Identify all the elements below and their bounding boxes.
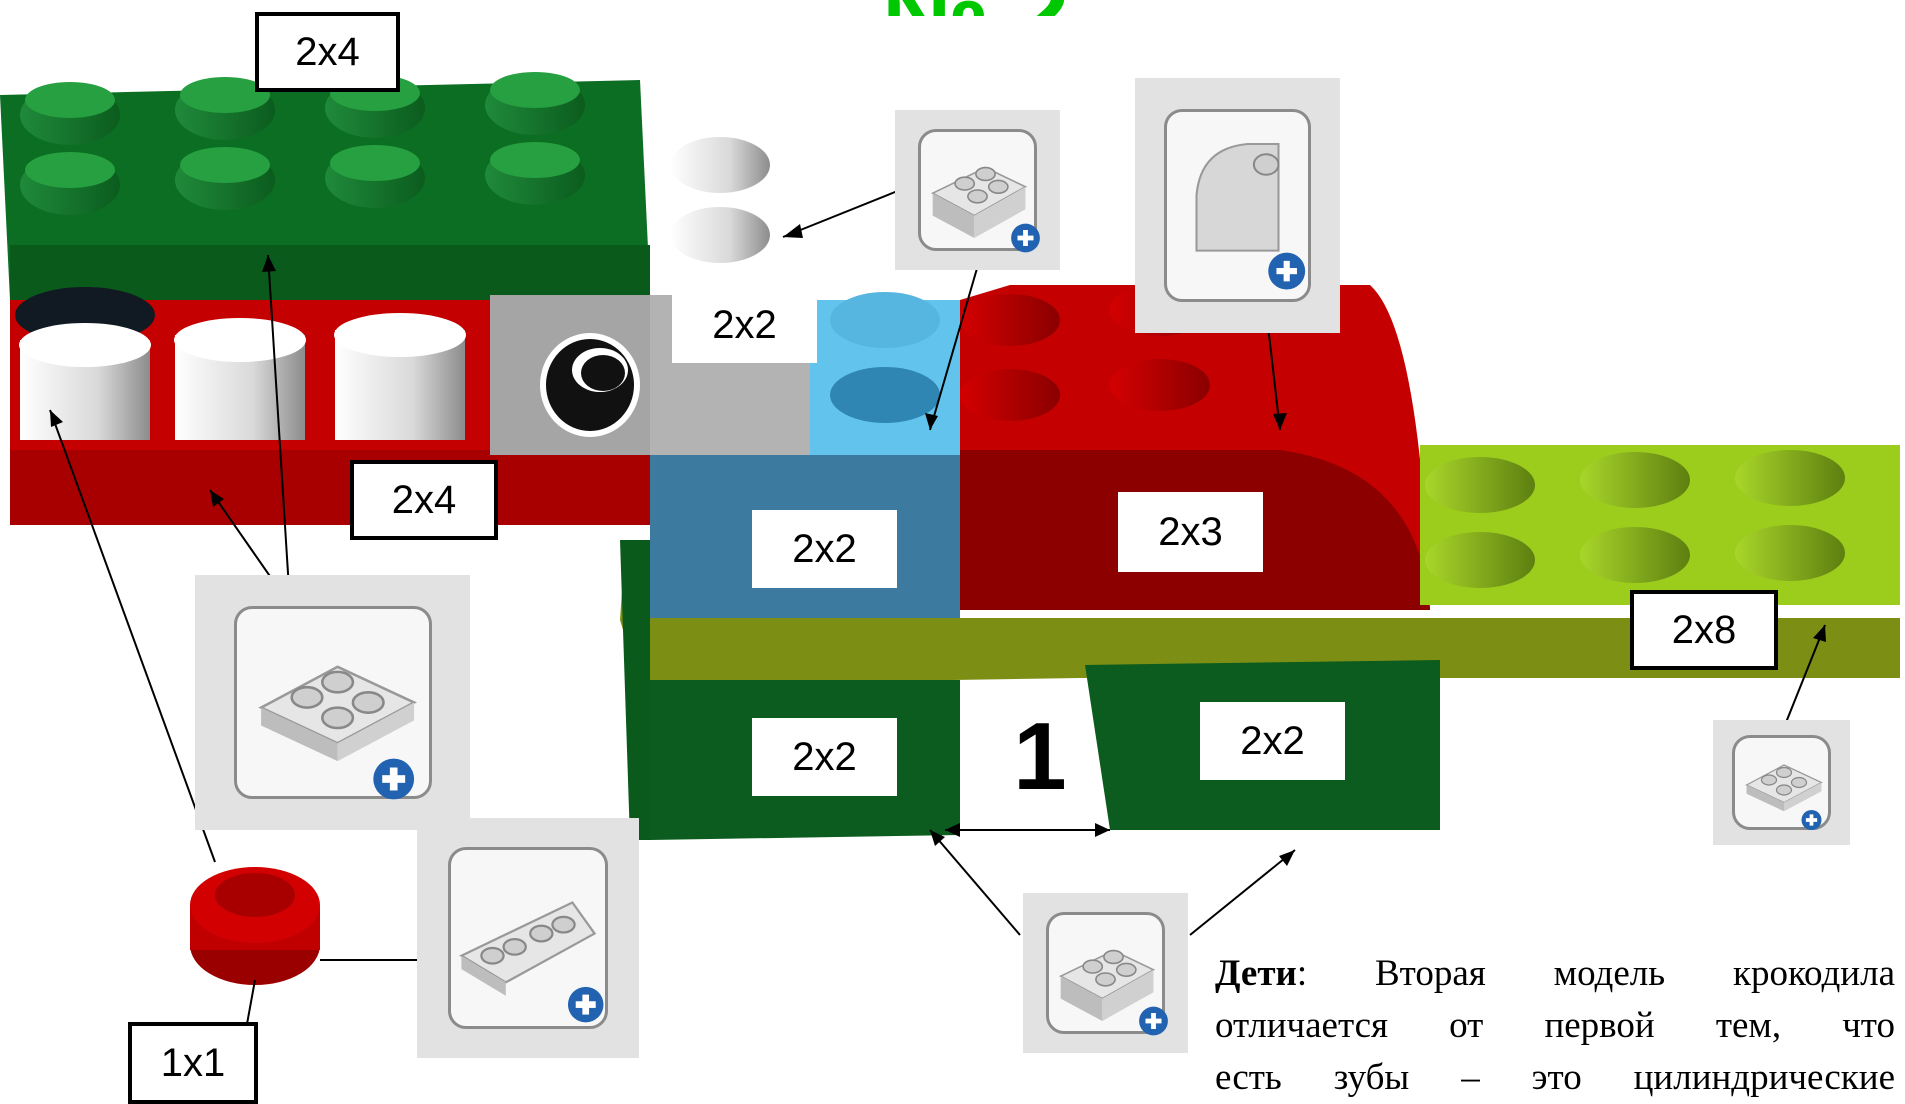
caption-line-1-rest: : Вторая модель крокодила — [1297, 953, 1895, 994]
label-leg-left: 2x2 — [752, 718, 897, 796]
plate-2x2-add-icon — [1713, 720, 1850, 845]
caption-line-2: отличается от первой тем, что — [1215, 1000, 1895, 1052]
label-blue-brick: 2x2 — [752, 510, 897, 588]
label-red-curve: 2x3 — [1118, 492, 1263, 572]
caption-lead: Дети — [1215, 953, 1297, 994]
white-teeth-stack — [670, 137, 770, 263]
label-round-stud: 1x1 — [128, 1022, 258, 1104]
caption-line-3: есть зубы – это цилиндрические — [1215, 1052, 1895, 1104]
green-plate-top — [0, 72, 650, 300]
plate-2x2-add-icon — [195, 575, 470, 830]
label-gray-head: 2x2 — [672, 288, 817, 363]
label-leg-right: 2x2 — [1200, 702, 1345, 780]
brick-2x2-add-icon — [895, 110, 1060, 270]
label-green-plate: 2x4 — [255, 12, 400, 92]
brick-2x2-add-icon — [1023, 893, 1188, 1053]
number-label: 1 — [1000, 702, 1080, 812]
label-red-jaw: 2x4 — [350, 460, 498, 540]
label-lime-tail: 2x8 — [1630, 590, 1778, 670]
caption-line-1: Дети: Вторая модель крокодила — [1215, 948, 1895, 1000]
caption-text: Дети: Вторая модель крокодила отличается… — [1215, 948, 1895, 1104]
curved-slope-add-icon — [1135, 78, 1340, 333]
red-round-plate — [190, 867, 320, 985]
lime-tail-plate — [1420, 445, 1900, 605]
wedge-plate-add-icon — [417, 818, 639, 1058]
